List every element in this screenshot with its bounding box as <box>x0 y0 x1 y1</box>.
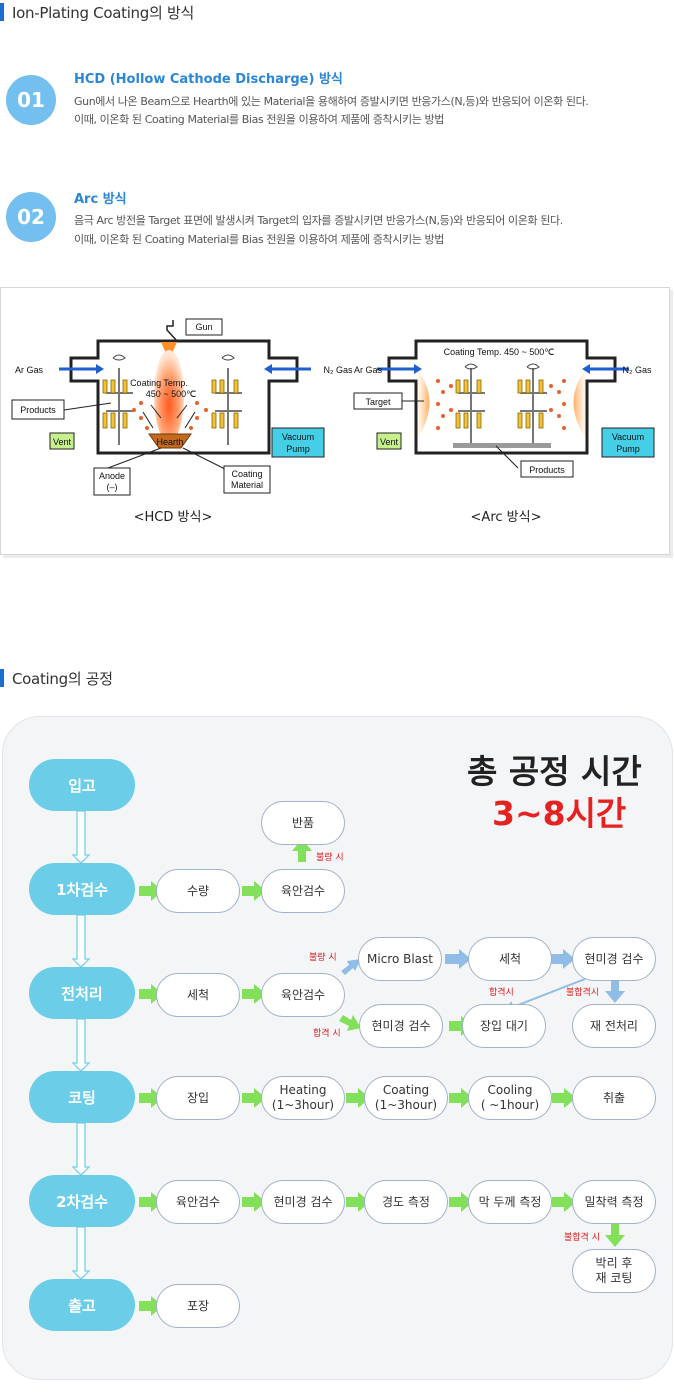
hcd-anode-label: Anode <box>99 471 125 481</box>
section-title-text: Ion-Plating Coating의 방식 <box>12 3 194 22</box>
method-desc-hcd-line1: Gun에서 나온 Beam으로 Hearth에 있는 Material을 용해하… <box>74 95 589 108</box>
node-return: 반품 <box>261 801 345 845</box>
node-hardness: 경도 측정 <box>364 1180 448 1224</box>
diagram-svg: Gun Ar Gas N₂ Gas Products Vent Vacuum P… <box>11 318 655 525</box>
section-title-text: Coating의 공정 <box>12 669 113 688</box>
arc-diagram: Coating Temp. 450 ~ 500℃ Ar Gas N₂ Gas T… <box>353 339 655 525</box>
method-number-02: 02 <box>6 192 56 242</box>
hcd-vacuum-label: Vacuum <box>282 432 314 442</box>
label-fail-2: 불합격 시 <box>564 1233 600 1243</box>
hcd-products-label: Products <box>20 405 56 415</box>
node-packing: 포장 <box>156 1284 240 1328</box>
node-visual-inspection-2: 육안검수 <box>261 973 345 1017</box>
heating-label: Heating <box>279 1083 327 1097</box>
hcd-pump-label: Pump <box>286 444 310 454</box>
node-loading-wait: 장입 대기 <box>462 1004 546 1048</box>
section-marker <box>0 3 4 21</box>
node-load: 장입 <box>156 1076 240 1120</box>
node-heating: Heating (1~3hour) <box>261 1076 345 1120</box>
hcd-diagram: Gun Ar Gas N₂ Gas Products Vent Vacuum P… <box>11 318 353 525</box>
hcd-caption: <HCD 방식> <box>134 510 213 525</box>
node-unload: 취출 <box>572 1076 656 1120</box>
step-receiving: 입고 <box>29 759 135 811</box>
hcd-material-label: Coating <box>231 469 262 479</box>
label-fail: 불합격시 <box>566 988 600 998</box>
node-visual-inspection-1: 육안검수 <box>261 869 345 913</box>
coating-label: Coating <box>382 1083 430 1097</box>
arc-temp-label: Coating Temp. 450 ~ 500℃ <box>444 347 555 357</box>
arc-target-label: Target <box>365 397 391 407</box>
cooling-duration: ( ~1hour) <box>480 1098 540 1112</box>
method-desc-arc-line2: 이때, 이온화 된 Coating Material를 Bias 전원을 이용하… <box>74 233 444 246</box>
hcd-anode-sign: (–) <box>107 482 118 492</box>
node-wash-2: 세척 <box>468 937 552 981</box>
arc-caption: <Arc 방식> <box>471 510 542 525</box>
node-re-pretreatment: 재 전처리 <box>572 1004 656 1048</box>
hcd-temp-label: Coating Temp. <box>130 378 188 388</box>
heating-duration: (1~3hour) <box>271 1098 335 1112</box>
node-strip-recoat: 박리 후 재 코팅 <box>572 1249 656 1293</box>
method-title-arc: Arc 방식 <box>74 192 127 207</box>
node-film-thickness: 막 두께 측정 <box>468 1180 552 1224</box>
method-desc-arc-line1: 음극 Arc 방전을 Target 표면에 발생시켜 Target의 입자를 증… <box>74 214 563 227</box>
node-quantity: 수량 <box>156 869 240 913</box>
step-first-inspection: 1차검수 <box>29 863 135 915</box>
coating-method-diagram: Gun Ar Gas N₂ Gas Products Vent Vacuum P… <box>0 287 670 555</box>
method-desc-hcd-line2: 이때, 이온화 된 Coating Material를 Bias 전원을 이용하… <box>74 113 444 126</box>
node-microscope-check-2: 현미경 검수 <box>359 1004 443 1048</box>
node-microscope-check-3: 현미경 검수 <box>261 1180 345 1224</box>
hcd-material-label2: Material <box>231 480 263 490</box>
node-cooling: Cooling ( ~1hour) <box>468 1076 552 1120</box>
coating-duration: (1~3hour) <box>374 1098 438 1112</box>
step-shipping: 출고 <box>29 1279 135 1331</box>
hcd-gun-label: Gun <box>195 322 212 332</box>
step-second-inspection: 2차검수 <box>29 1175 135 1227</box>
cooling-label: Cooling <box>487 1083 533 1097</box>
node-coating: Coating (1~3hour) <box>364 1076 448 1120</box>
node-visual-inspection-3: 육안검수 <box>156 1180 240 1224</box>
arc-n2-gas-label: N₂ Gas <box>623 365 652 375</box>
section-marker <box>0 669 4 687</box>
total-process-time-title: 총 공정 시간 <box>467 752 642 791</box>
node-wash: 세척 <box>156 973 240 1017</box>
node-microscope-check: 현미경 검수 <box>572 937 656 981</box>
label-defect: 불량 시 <box>316 853 344 863</box>
hcd-hearth-label: Hearth <box>156 437 183 447</box>
step-pretreatment: 전처리 <box>29 967 135 1019</box>
label-defect-2: 불량 시 <box>309 953 337 963</box>
method-number-01: 01 <box>6 75 56 125</box>
arc-pump-label: Pump <box>616 444 640 454</box>
step-coating: 코팅 <box>29 1071 135 1123</box>
arc-vent-label: Vent <box>380 437 399 447</box>
method-title-hcd: HCD (Hollow Cathode Discharge) 방식 <box>74 72 343 87</box>
arc-ar-gas-label: Ar Gas <box>354 365 383 375</box>
hcd-n2-gas-label: N₂ Gas <box>324 365 353 375</box>
arc-vacuum-label: Vacuum <box>612 432 644 442</box>
hcd-vent-label: Vent <box>53 437 72 447</box>
label-pass: 합격 시 <box>313 1029 341 1039</box>
node-micro-blast: Micro Blast <box>358 937 442 981</box>
recoat-line2: 재 코팅 <box>595 1271 633 1285</box>
hcd-temp-value: 450 ~ 500℃ <box>146 389 196 399</box>
recoat-line1: 박리 후 <box>595 1256 633 1270</box>
label-pass-2: 합격시 <box>489 988 514 998</box>
total-process-time-value: 3~8시간 <box>492 794 627 833</box>
section-title-coating-process: Coating의 공정 <box>0 667 113 689</box>
section-title-ion-plating: Ion-Plating Coating의 방식 <box>0 1 194 23</box>
arc-products-label: Products <box>529 465 565 475</box>
node-adhesion: 밀착력 측정 <box>572 1180 656 1224</box>
hcd-ar-gas-label: Ar Gas <box>15 365 44 375</box>
coating-process-flowchart: 총 공정 시간 3~8시간 입고 1차검수 전처리 코팅 2차검수 출고 수량 … <box>2 716 673 1380</box>
